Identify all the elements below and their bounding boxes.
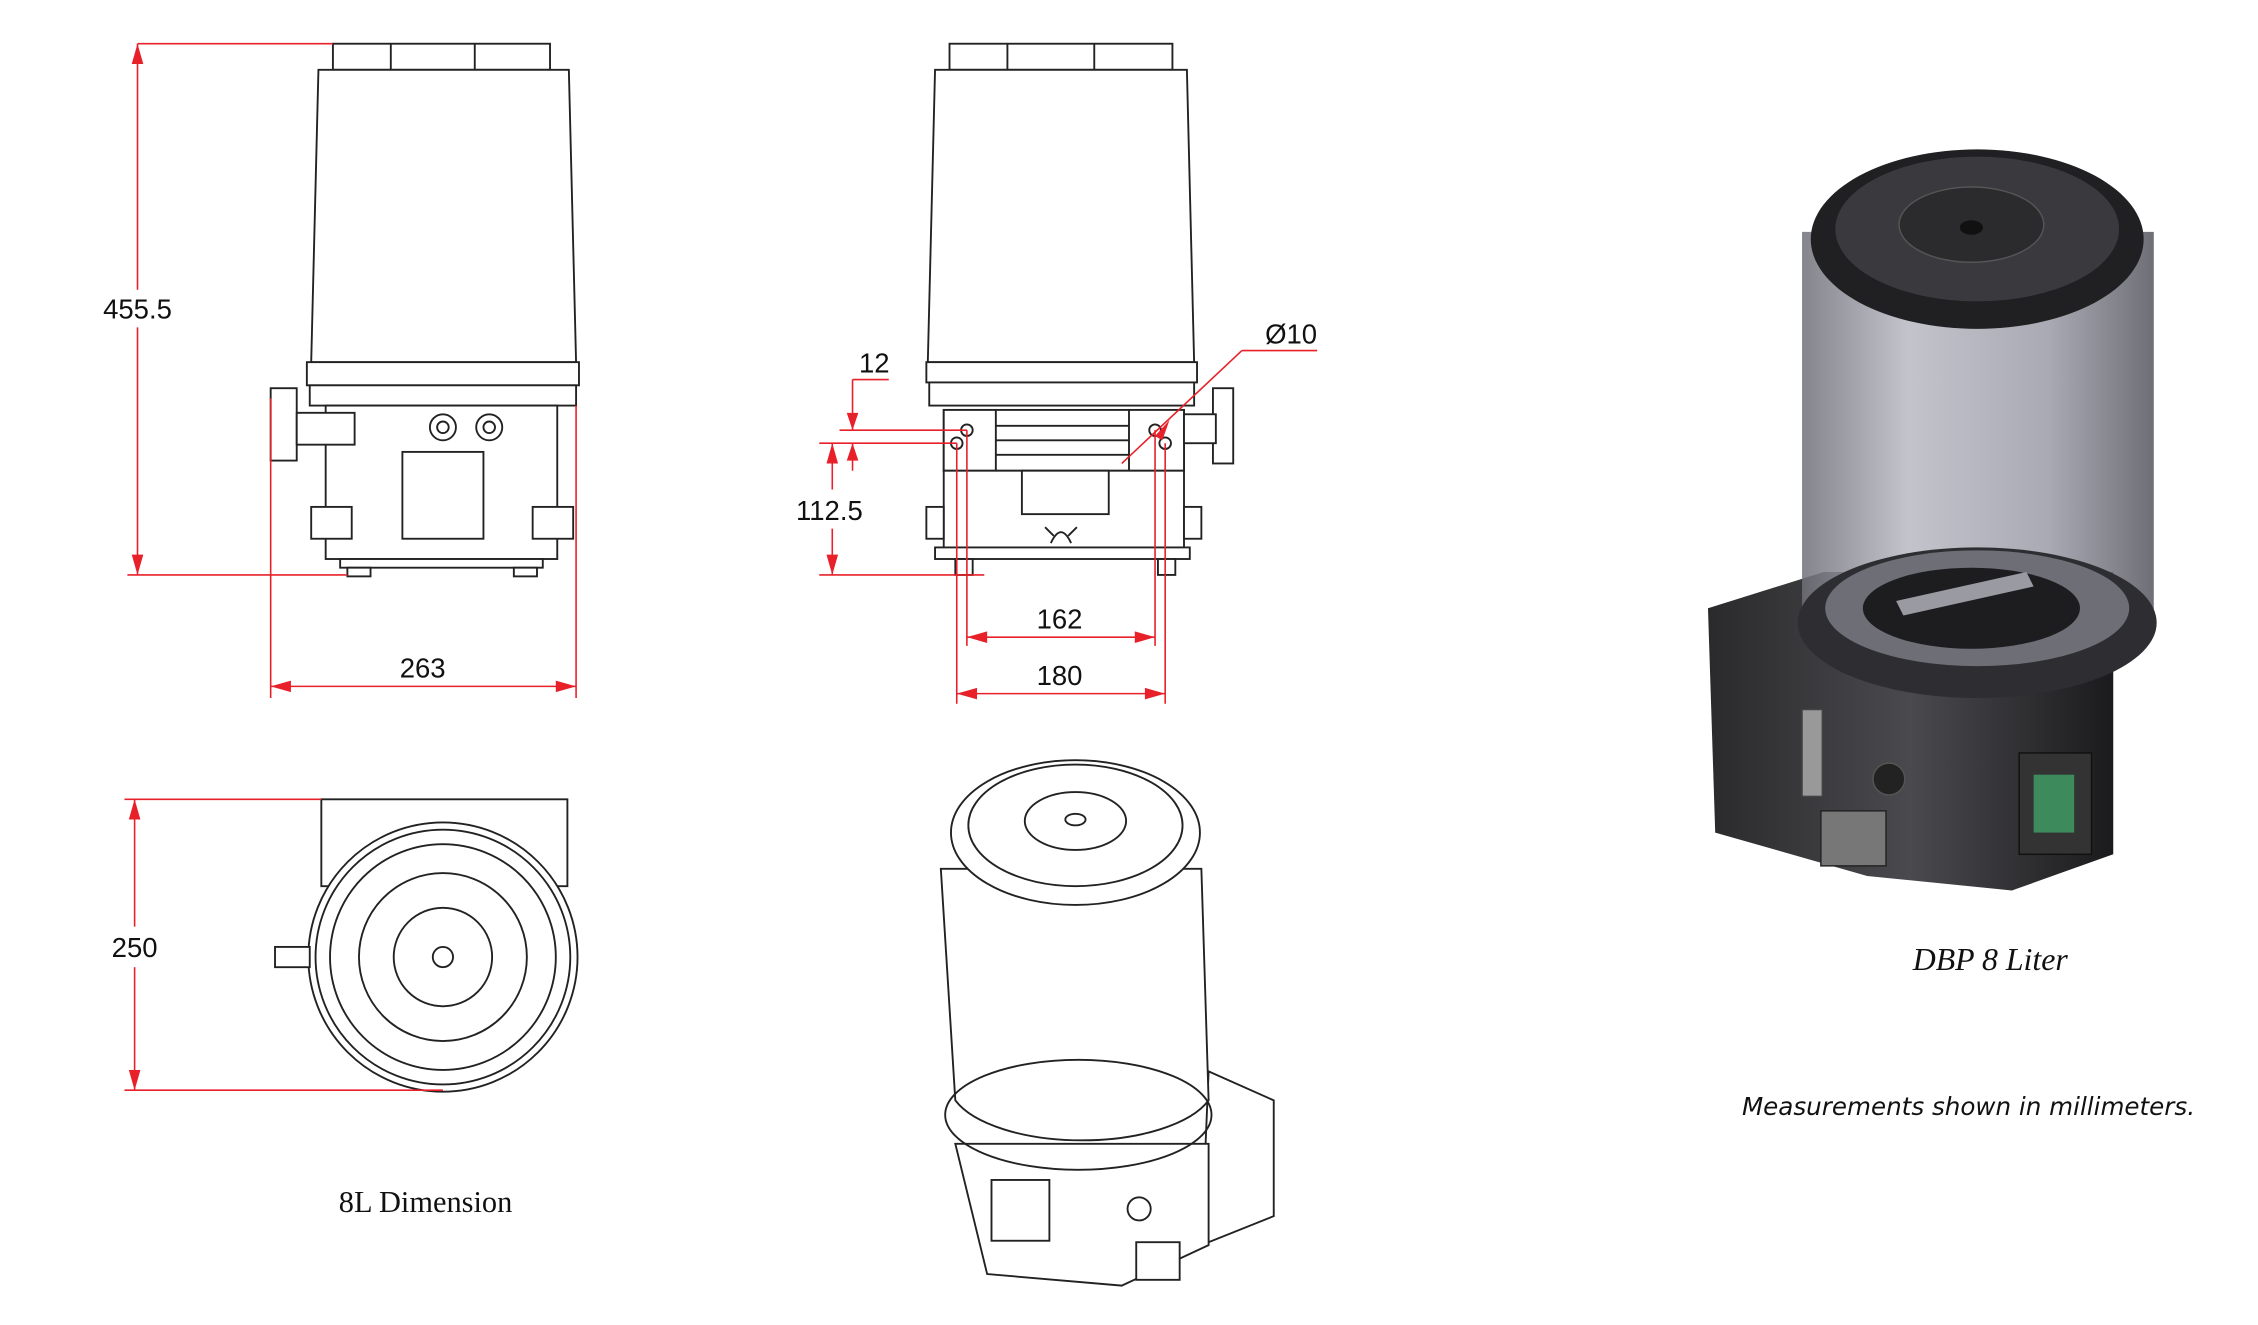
drawing-title: 8L Dimension <box>339 1185 513 1219</box>
outer-hole-spacing-label: 180 <box>1037 660 1083 691</box>
height-dimension-label: 455.5 <box>103 294 172 325</box>
depth-dimension-label: 250 <box>112 932 158 963</box>
width-dimension-label: 263 <box>400 653 446 684</box>
inner-hole-spacing-label: 162 <box>1037 603 1083 634</box>
isometric-view <box>939 759 1275 1287</box>
hole-diameter-label: Ø10 <box>1265 318 1317 349</box>
offset-dimension-label: 12 <box>859 347 890 378</box>
units-note: Measurements shown in millimeters. <box>1742 1092 2195 1121</box>
front-view: 455.5 263 <box>103 42 580 698</box>
side-view: 12 112.5 162 180 Ø10 <box>796 42 1318 704</box>
mount-height-dimension-label: 112.5 <box>796 495 863 526</box>
top-view: 250 <box>112 798 579 1093</box>
product-render <box>1707 149 2157 891</box>
product-name-caption: DBP 8 Liter <box>1912 942 2069 977</box>
